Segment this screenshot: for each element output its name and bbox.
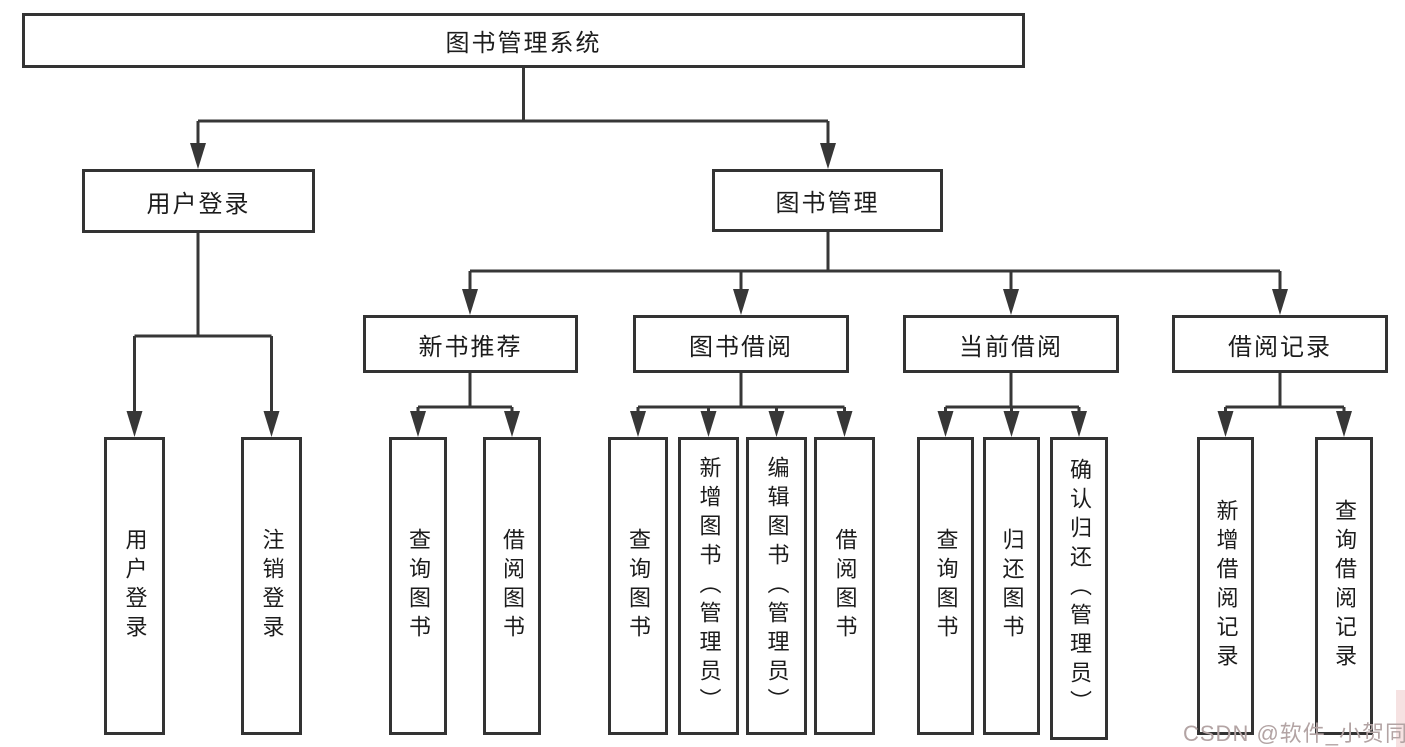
leaf-borrow-books-borrowing: 借阅图书 xyxy=(814,437,875,735)
node-label: 注销登录 xyxy=(259,528,285,644)
leaf-confirm-return-admin: 确认归还（管理员） xyxy=(1050,437,1108,740)
connector-book-borrowing-to-leaves xyxy=(636,373,846,412)
connector-arrowheads xyxy=(126,143,1352,437)
node-book-management: 图书管理 xyxy=(712,169,943,232)
node-label: 当前借阅 xyxy=(959,333,1063,361)
connector-lines xyxy=(133,68,1346,412)
node-borrowing-records: 借阅记录 xyxy=(1172,315,1388,373)
node-label: 查询图书 xyxy=(626,528,651,644)
leaf-query-books-borrowing: 查询图书 xyxy=(608,437,668,735)
leaf-edit-books-admin: 编辑图书（管理员） xyxy=(746,437,807,735)
connector-user-login-to-leaves xyxy=(133,233,273,412)
node-label: 查询借阅记录 xyxy=(1332,499,1357,673)
connector-new-book-recommend-to-leaves xyxy=(416,373,514,412)
node-label: 新增借阅记录 xyxy=(1213,499,1239,673)
watermark-strip xyxy=(1396,690,1405,747)
node-label: 图书管理系统 xyxy=(445,30,602,57)
node-label: 用户登录 xyxy=(122,528,148,644)
connector-current-borrowing-to-leaves xyxy=(944,373,1081,412)
leaf-borrow-books-recommend: 借阅图书 xyxy=(483,437,541,735)
node-label: 借阅记录 xyxy=(1228,333,1332,361)
leaf-add-books-admin: 新增图书（管理员） xyxy=(678,437,739,735)
leaf-query-books-current: 查询图书 xyxy=(917,437,974,735)
node-library-management-system: 图书管理系统 xyxy=(22,13,1025,68)
node-label: 查询图书 xyxy=(406,528,431,644)
leaf-add-borrow-record: 新增借阅记录 xyxy=(1197,437,1254,735)
leaf-query-borrow-record: 查询借阅记录 xyxy=(1315,437,1373,735)
node-label: 编辑图书（管理员） xyxy=(764,455,790,717)
leaf-return-books: 归还图书 xyxy=(983,437,1040,735)
connector-root-to-level2 xyxy=(196,68,830,144)
leaf-query-books-recommend: 查询图书 xyxy=(389,437,447,735)
node-new-book-recommend: 新书推荐 xyxy=(363,315,578,373)
node-label: 用户登录 xyxy=(146,190,251,218)
leaf-logout: 注销登录 xyxy=(241,437,302,735)
leaf-user-login: 用户登录 xyxy=(104,437,165,735)
node-book-borrowing: 图书借阅 xyxy=(633,315,849,373)
node-label: 新书推荐 xyxy=(418,333,523,361)
node-label: 借阅图书 xyxy=(500,528,525,644)
node-user-login: 用户登录 xyxy=(82,169,315,233)
node-label: 归还图书 xyxy=(999,528,1025,644)
node-label: 图书借阅 xyxy=(689,333,793,361)
connector-book-management-to-level3 xyxy=(468,232,1282,290)
watermark-text: CSDN @软件_小贺同学 xyxy=(1183,721,1405,746)
node-label: 图书管理 xyxy=(775,190,880,217)
node-label: 确认归还（管理员） xyxy=(1067,458,1092,719)
node-current-borrowing: 当前借阅 xyxy=(903,315,1119,373)
node-label: 借阅图书 xyxy=(832,528,858,644)
node-label: 查询图书 xyxy=(933,528,959,644)
connector-borrowing-records-to-leaves xyxy=(1224,373,1346,412)
node-label: 新增图书（管理员） xyxy=(696,455,722,717)
